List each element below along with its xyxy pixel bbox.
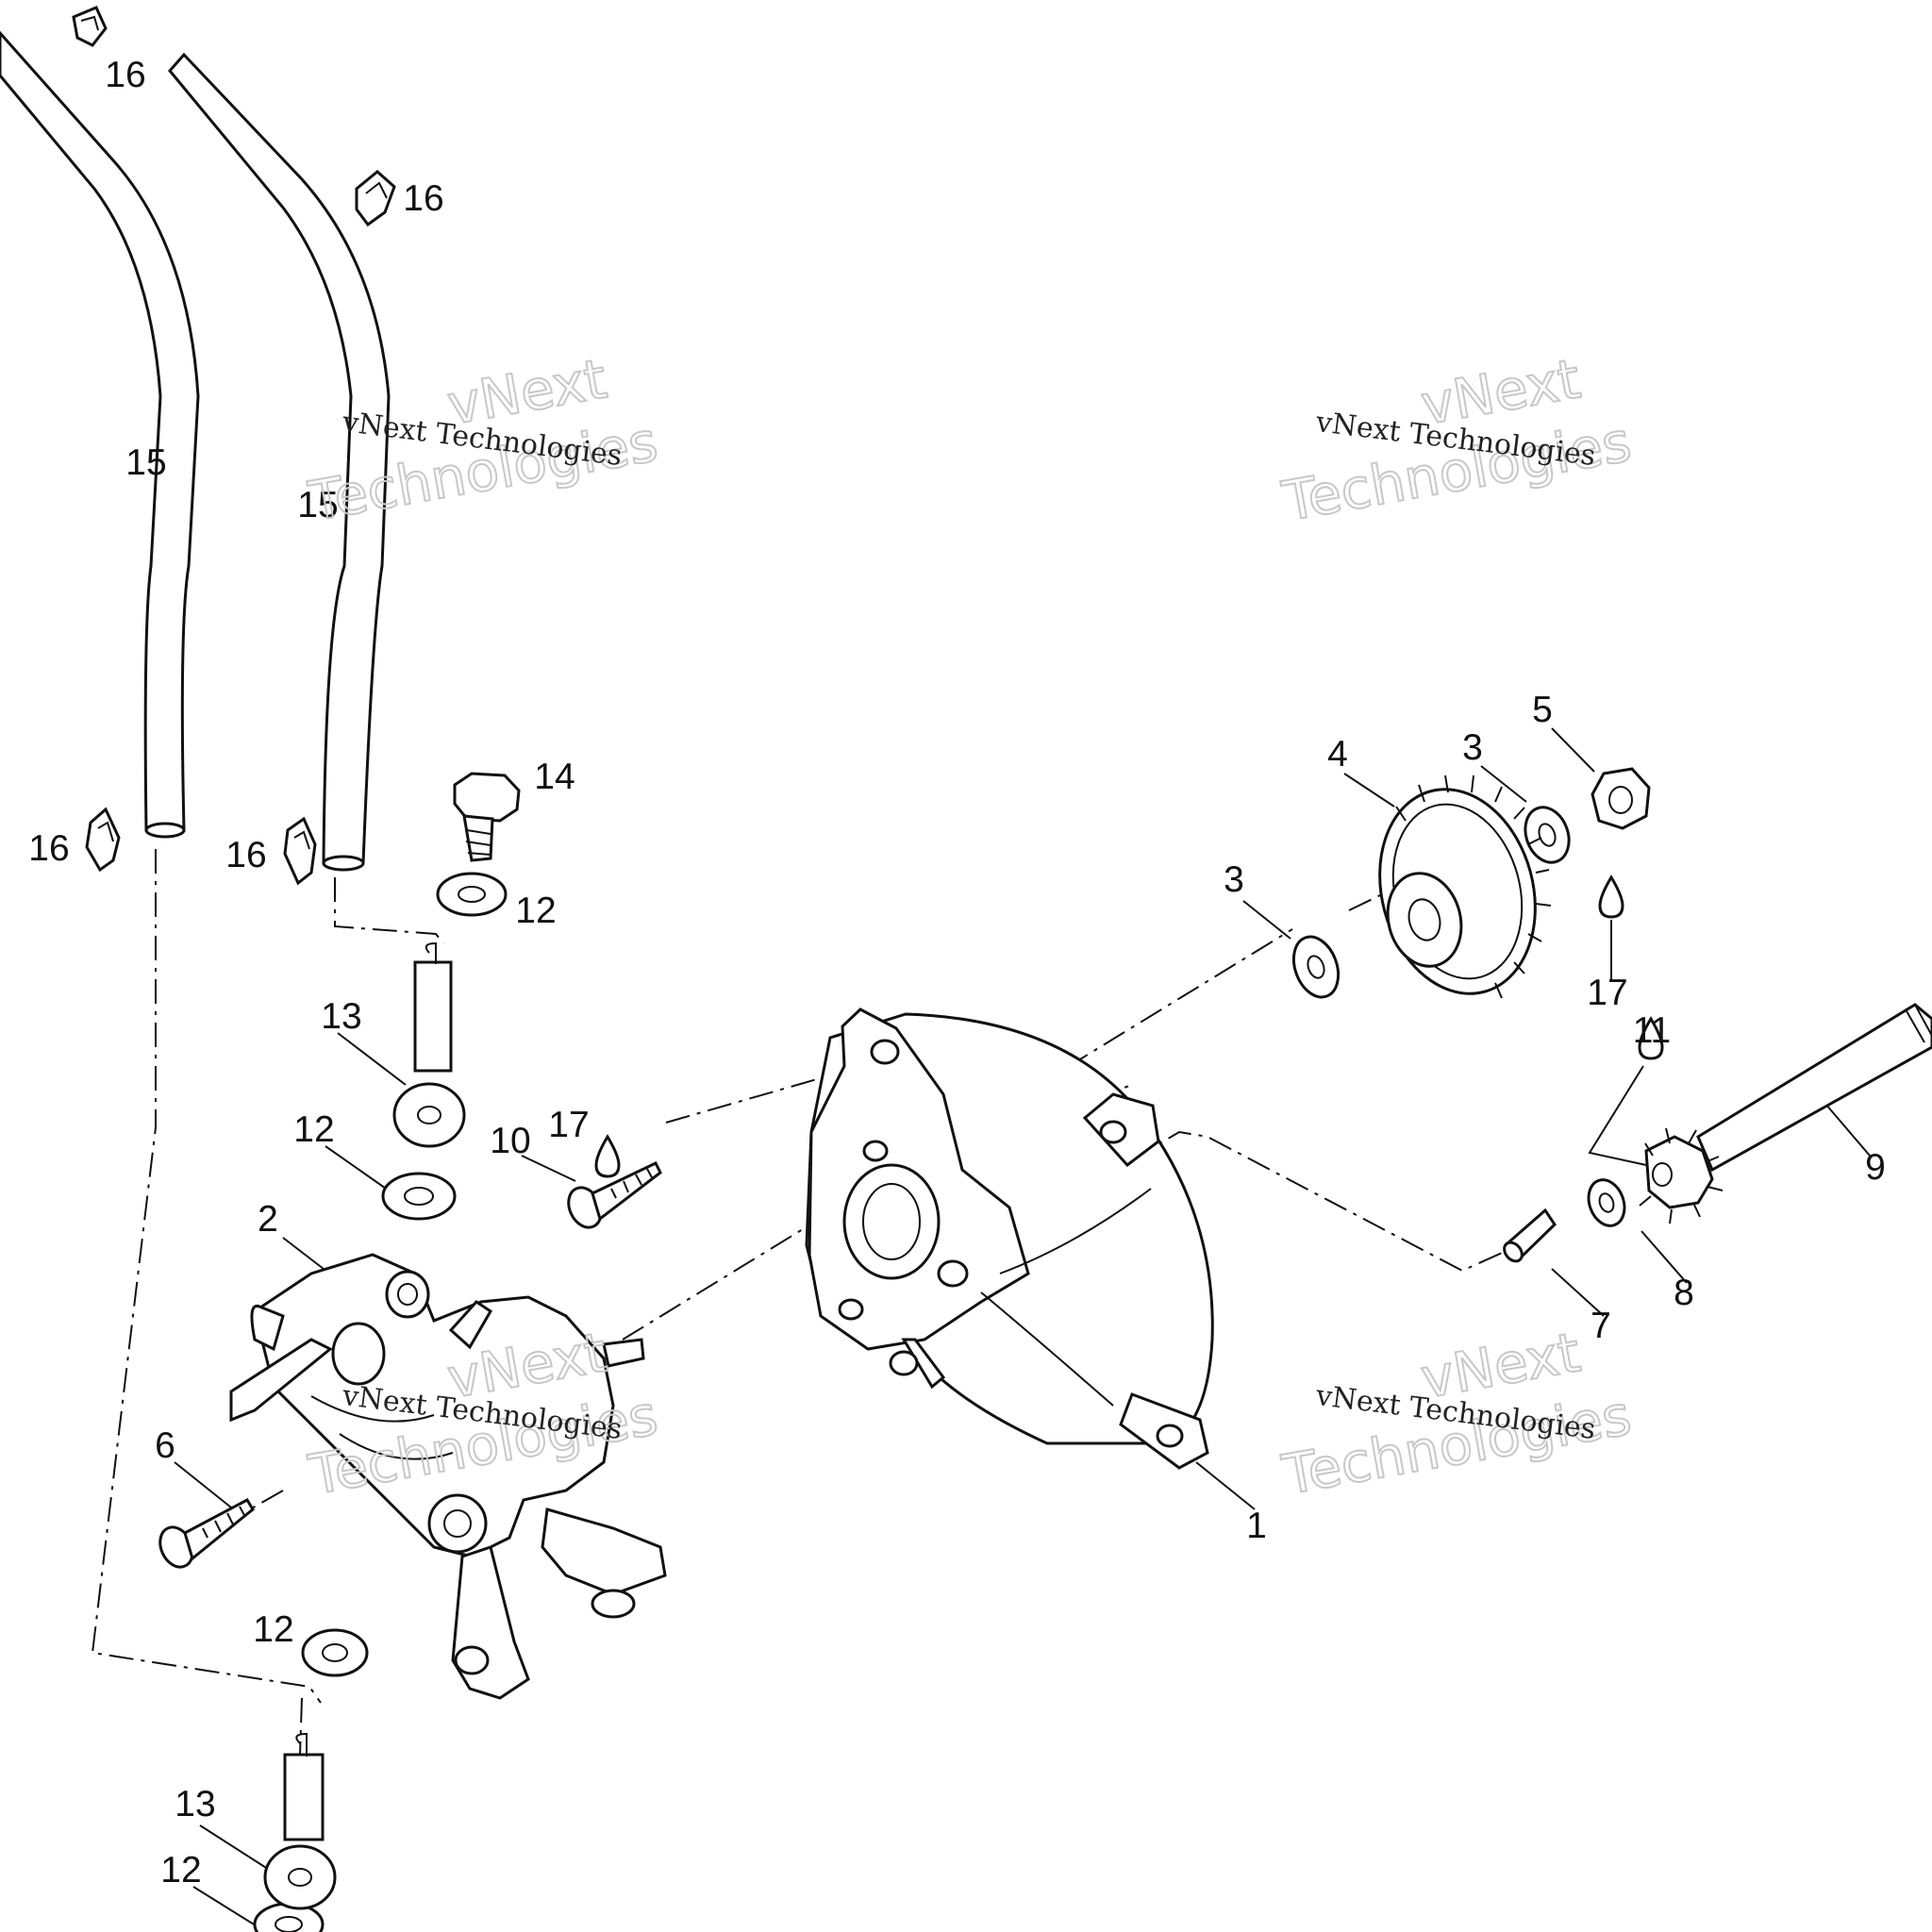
washer-3-front (1291, 935, 1341, 999)
callout-c9: 9 (1865, 1147, 1886, 1188)
drive-gear (1378, 774, 1552, 999)
pinion-gear (1639, 1127, 1724, 1224)
callout-c4: 4 (1327, 734, 1348, 774)
oil-pump-body (229, 1253, 667, 1700)
oil-drop-17a-icon (1598, 874, 1624, 919)
callout-c8: 8 (1674, 1273, 1694, 1313)
callout-c16a: 16 (105, 55, 145, 95)
callout-c1: 1 (1246, 1506, 1267, 1546)
hose-clip-left (85, 807, 121, 873)
hose-clip-right (283, 816, 317, 886)
callout-c15a: 15 (125, 442, 166, 483)
callout-c6: 6 (155, 1425, 175, 1466)
hose-clip-top-right (355, 170, 396, 227)
hose-clip-top-left (72, 6, 108, 47)
callout-c12d: 12 (160, 1850, 201, 1890)
callout-c10: 10 (490, 1121, 530, 1161)
callout-c13b: 13 (175, 1784, 215, 1824)
callout-c16d: 16 (225, 835, 266, 875)
callout-c12a: 12 (515, 891, 556, 931)
callout-c5: 5 (1532, 690, 1553, 730)
screw-10 (567, 1161, 662, 1229)
callout-c2: 2 (258, 1199, 278, 1240)
washer-top (436, 872, 508, 917)
banjo-fitting-upper (392, 941, 466, 1148)
callout-c3b: 3 (1462, 727, 1483, 768)
banjo-fitting-lower (263, 1732, 337, 1910)
callout-c16c: 16 (28, 828, 69, 869)
oil-hose-right (168, 52, 391, 872)
callout-c14: 14 (534, 757, 575, 797)
washer-3-back (1524, 806, 1571, 864)
drive-shaft (1696, 1003, 1932, 1173)
hex-nut (1591, 767, 1651, 830)
screw-6 (158, 1498, 255, 1569)
banjo-bolt (453, 772, 521, 862)
callout-c3a: 3 (1224, 859, 1244, 900)
callout-c12c: 12 (253, 1609, 293, 1650)
washer-lower-mid (301, 1628, 369, 1677)
oil-drop-17b-icon (594, 1134, 621, 1178)
pump-housing (805, 1008, 1214, 1470)
callout-c17b: 17 (548, 1105, 589, 1145)
callout-c12b: 12 (293, 1109, 334, 1150)
callout-c15b: 15 (297, 485, 338, 525)
callout-c17a: 17 (1587, 973, 1627, 1013)
washer-upper-mid (381, 1172, 457, 1221)
oil-hose-left (0, 30, 200, 839)
callout-c13a: 13 (321, 996, 361, 1037)
callout-c11: 11 (1633, 1010, 1672, 1051)
oil-drop-11-icon (1638, 1016, 1664, 1060)
pin-7 (1503, 1208, 1557, 1263)
washer-bottom (253, 1902, 325, 1932)
callout-c7: 7 (1591, 1306, 1611, 1346)
callout-c16b: 16 (403, 178, 443, 219)
washer-8 (1587, 1178, 1626, 1227)
